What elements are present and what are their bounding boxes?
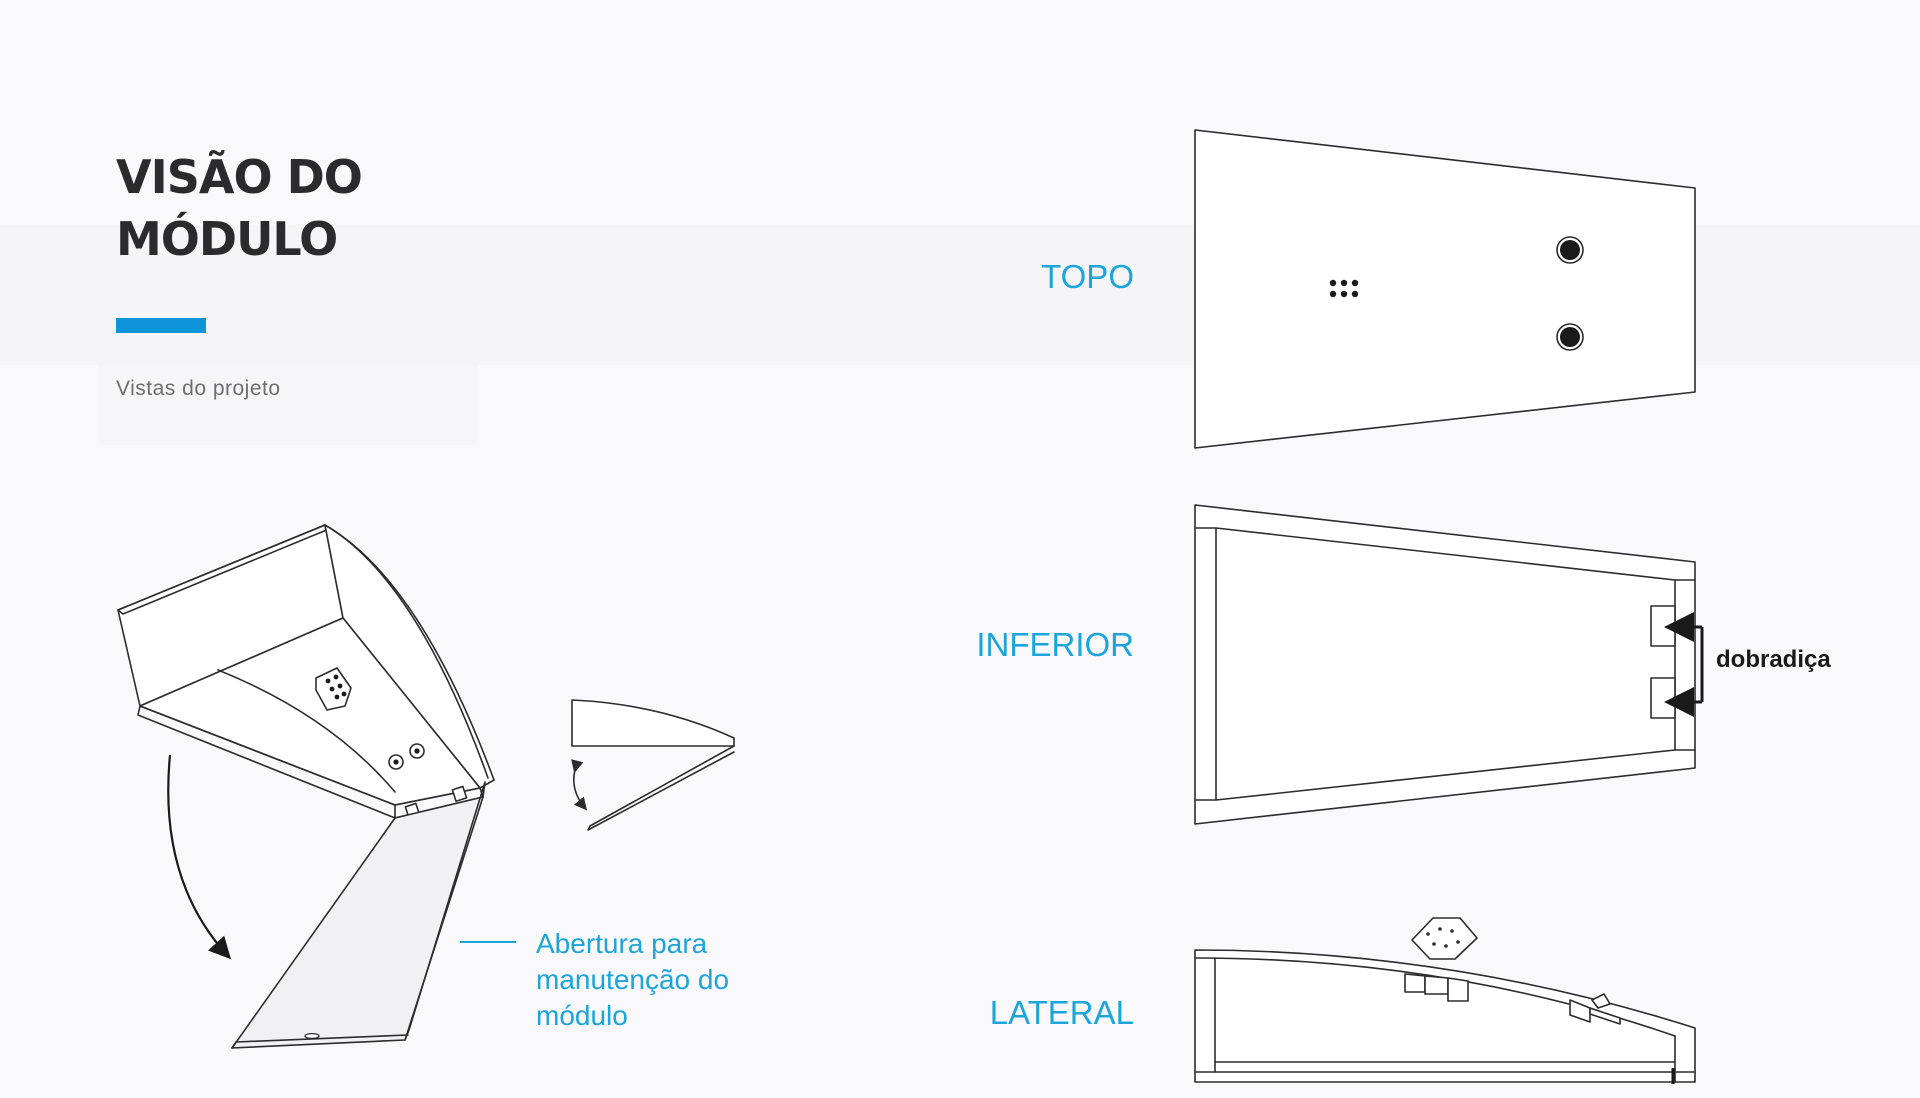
side-view-outline <box>1194 949 1696 1083</box>
view-label-side: LATERAL <box>989 994 1134 1031</box>
page-title: VISÃO DO MÓDULO <box>116 146 363 270</box>
top-view-button-icon <box>1556 236 1584 351</box>
bottom-view-outline <box>1194 504 1696 825</box>
hinge-block-2 <box>1650 677 1676 719</box>
side-button <box>1569 999 1591 1023</box>
rotation-arrow-icon <box>167 754 231 960</box>
top-view-drawing <box>1194 129 1696 449</box>
side-hinge-1 <box>1404 973 1426 993</box>
page-title-line-1: VISÃO DO <box>116 150 363 204</box>
top-view-outline <box>1194 129 1696 449</box>
top-view-speaker-dots <box>1329 279 1359 298</box>
lid-detail-drawing <box>571 699 735 831</box>
side-speaker-icon <box>1411 917 1478 960</box>
view-label-bottom: INFERIOR <box>976 626 1134 663</box>
lid-detail-top <box>571 699 735 747</box>
side-view-drawing <box>1194 917 1696 1084</box>
module-open-lid <box>231 796 484 1049</box>
hinge-label: dobradiça <box>1716 646 1831 673</box>
title-accent-bar <box>116 318 206 333</box>
lid-detail-arc-arrow-icon <box>571 759 588 811</box>
page-subtitle: Vistas do projeto <box>116 377 281 400</box>
bottom-view-drawing <box>1194 504 1704 825</box>
opening-callout: Abertura para manutenção do módulo <box>536 926 729 1034</box>
page-title-line-2: MÓDULO <box>116 212 338 266</box>
opening-callout-line-2: manutenção do <box>536 964 730 995</box>
side-hinge-2 <box>1447 977 1469 1002</box>
opening-callout-line-1: Abertura para <box>536 928 708 959</box>
isometric-module-drawing <box>117 524 495 1049</box>
view-label-top: TOPO <box>1041 258 1134 295</box>
subtitle-box <box>98 365 478 445</box>
opening-callout-line-3: módulo <box>536 1000 628 1031</box>
